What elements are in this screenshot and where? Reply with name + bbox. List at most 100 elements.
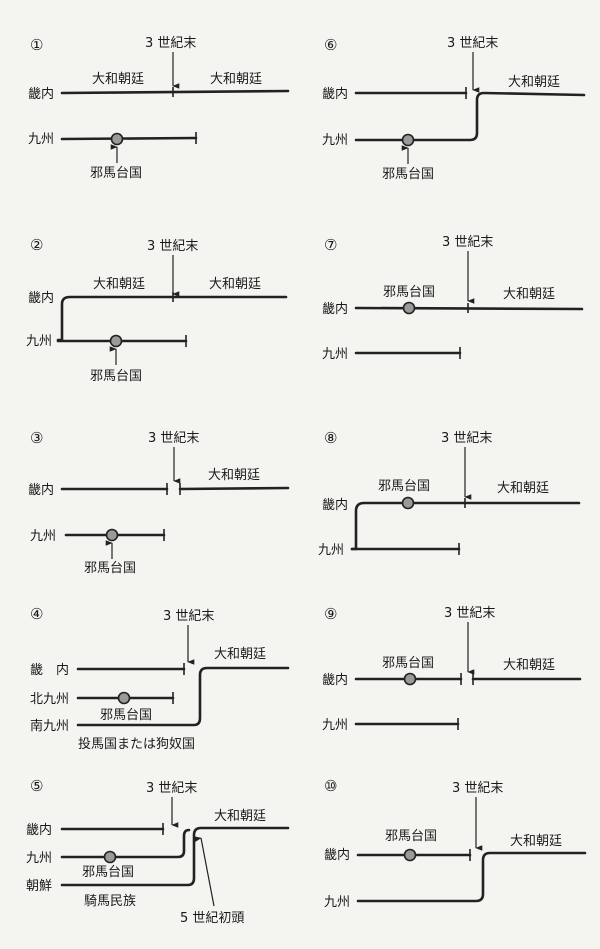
kinai-label: 畿内 xyxy=(28,290,54,306)
panel-6: ⑥ 3 世紀末 大和朝廷 畿内 九州 邪馬台国 xyxy=(322,36,586,182)
panel-number: ⑨ xyxy=(324,605,337,623)
panel-2: ② 3 世紀末 大和朝廷 大和朝廷 畿内 九州 邪馬台国 xyxy=(26,236,288,384)
century-label: 3 世紀末 xyxy=(452,781,503,796)
panel-number: ⑥ xyxy=(324,36,337,54)
kinai-line xyxy=(56,295,288,342)
kyushu-label: 九州 xyxy=(26,851,52,866)
panel-5: ⑤ 3 世紀末 大和朝廷 畿内 九州 邪馬台国 朝鮮 騎馬民族 5 世紀初頭 xyxy=(26,777,290,926)
kyushu-label: 九州 xyxy=(26,334,52,349)
yamatai-label: 邪馬台国 xyxy=(378,479,430,494)
fifth-century-arrow xyxy=(194,836,215,907)
yamatai-marker xyxy=(401,133,415,147)
panel-number: ① xyxy=(30,36,43,54)
kyushu-label: 九州 xyxy=(322,347,348,362)
kyushu-label: 九州 xyxy=(28,132,54,147)
kyushu-label: 九州 xyxy=(324,895,350,910)
yamatai-label: 邪馬台国 xyxy=(385,829,437,844)
yamatai-marker xyxy=(401,496,415,510)
panel-1: ① 3 世紀末 大和朝廷 大和朝廷 畿内 九州 邪馬台国 xyxy=(28,36,290,181)
century-label: 3 世紀末 xyxy=(163,609,214,624)
kinai-label: 畿内 xyxy=(322,86,348,102)
yamato-left-label: 大和朝廷 xyxy=(93,277,145,292)
kyushu-line xyxy=(60,136,198,141)
yamatai-marker xyxy=(117,691,131,705)
yamato-label: 大和朝廷 xyxy=(510,834,562,849)
korea-label: 朝鮮 xyxy=(26,879,52,894)
kinai-label: 畿内 xyxy=(26,822,52,838)
kinai-label: 畿 内 xyxy=(30,662,69,678)
kinai-line xyxy=(354,306,584,311)
kyushu-label: 九州 xyxy=(30,529,56,544)
kyushu-line xyxy=(60,828,191,859)
touma-label: 投馬国または狗奴国 xyxy=(78,736,195,752)
korea-line xyxy=(60,826,290,887)
century-label: 3 世紀末 xyxy=(148,431,199,446)
yamatai-marker xyxy=(403,672,417,686)
panel-7: ⑦ 3 世紀末 邪馬台国 大和朝廷 畿内 九州 xyxy=(322,235,584,362)
kinai-label: 畿内 xyxy=(322,301,348,317)
yamato-right-label: 大和朝廷 xyxy=(210,72,262,87)
yamato-label: 大和朝廷 xyxy=(497,481,549,496)
kinai-line xyxy=(60,89,290,95)
kinai-label: 畿内 xyxy=(322,672,348,688)
yamato-line xyxy=(178,486,290,491)
yamato-right-label: 大和朝廷 xyxy=(209,277,261,292)
north-kyushu-label: 北九州 xyxy=(30,692,69,707)
century-label: 3 世紀末 xyxy=(145,36,196,51)
yamato-label: 大和朝廷 xyxy=(508,75,560,90)
century-label: 3 世紀末 xyxy=(441,431,492,446)
yamato-label: 大和朝廷 xyxy=(503,287,555,302)
fifth-century-label: 5 世紀初頭 xyxy=(180,911,244,926)
panel-number: ⑦ xyxy=(324,236,337,254)
yamato-label: 大和朝廷 xyxy=(214,809,266,824)
kinai-line xyxy=(350,501,581,551)
panel-8: ⑧ 3 世紀末 邪馬台国 大和朝廷 畿内 九州 xyxy=(318,429,581,558)
yamatai-marker xyxy=(105,528,119,542)
panel-number: ② xyxy=(30,236,43,254)
yamatai-marker xyxy=(103,850,117,864)
panel-number: ④ xyxy=(30,605,43,623)
century-label: 3 世紀末 xyxy=(147,239,198,254)
panel-4: ④ 3 世紀末 大和朝廷 畿 内 北九州 邪馬台国 南九州 投馬国または狗奴国 xyxy=(30,605,290,752)
kyushu-line xyxy=(356,851,587,903)
kyushu-line xyxy=(354,91,586,142)
yamato-label: 大和朝廷 xyxy=(503,658,555,673)
panel-number: ③ xyxy=(30,429,43,447)
kyushu-label: 九州 xyxy=(322,133,348,148)
yamatai-marker xyxy=(109,334,123,348)
yamatai-label: 邪馬台国 xyxy=(383,285,435,300)
panel-9: ⑨ 3 世紀末 邪馬台国 大和朝廷 畿内 九州 xyxy=(322,605,582,733)
century-label: 3 世紀末 xyxy=(146,781,197,796)
yamatai-label: 邪馬台国 xyxy=(90,369,142,384)
century-label: 3 世紀末 xyxy=(444,606,495,621)
yamato-label: 大和朝廷 xyxy=(214,647,266,662)
yamato-left-label: 大和朝廷 xyxy=(92,72,144,87)
yamatai-label: 邪馬台国 xyxy=(382,167,434,182)
panel-number: ⑤ xyxy=(30,777,43,795)
panel-number: ⑧ xyxy=(324,429,337,447)
panel-10: ⑩ 3 世紀末 邪馬台国 大和朝廷 畿内 九州 xyxy=(324,777,587,910)
yamatai-label: 邪馬台国 xyxy=(100,708,152,723)
century-label: 3 世紀末 xyxy=(447,36,498,51)
yamatai-label: 邪馬台国 xyxy=(82,865,134,880)
yamatai-label: 邪馬台国 xyxy=(382,656,434,671)
panel-3: ③ 3 世紀末 大和朝廷 畿内 九州 邪馬台国 xyxy=(28,429,290,576)
kinai-label: 畿内 xyxy=(324,847,350,863)
kinai-label: 畿内 xyxy=(28,482,54,498)
horse-riders-label: 騎馬民族 xyxy=(84,893,136,909)
kinai-label: 畿内 xyxy=(322,497,348,513)
yamatai-marker xyxy=(403,848,417,862)
yamatai-marker xyxy=(110,132,124,146)
yamatai-label: 邪馬台国 xyxy=(90,166,142,181)
century-label: 3 世紀末 xyxy=(442,235,493,250)
kyushu-label: 九州 xyxy=(322,718,348,733)
south-kyushu-label: 南九州 xyxy=(30,718,69,734)
yamato-label: 大和朝廷 xyxy=(208,468,260,483)
south-kyushu-line xyxy=(76,666,290,727)
yamatai-label: 邪馬台国 xyxy=(84,561,136,576)
kinai-label: 畿内 xyxy=(28,86,54,102)
panel-number: ⑩ xyxy=(324,777,337,795)
yamatai-marker xyxy=(402,301,416,315)
kyushu-label: 九州 xyxy=(318,543,344,558)
